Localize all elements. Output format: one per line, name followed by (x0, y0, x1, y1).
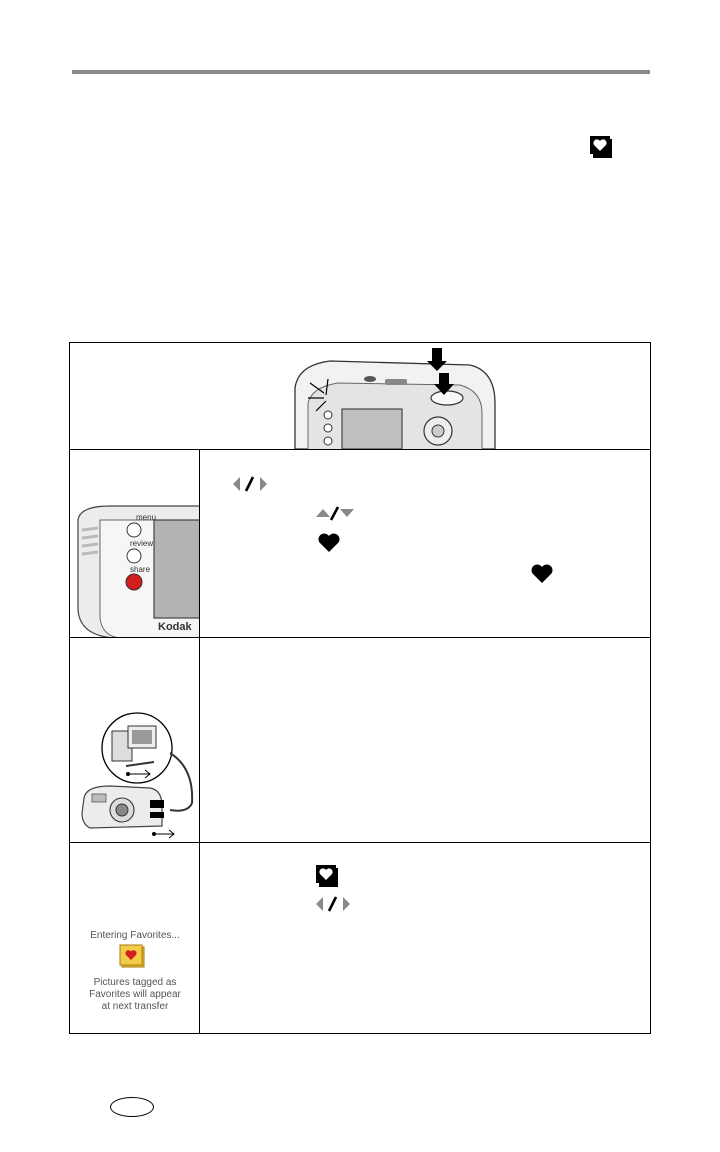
camera-back-illustration: menu review share Kodak (77, 505, 199, 637)
heart-icon (318, 533, 340, 552)
page-number-oval (110, 1097, 154, 1117)
table-row (70, 638, 650, 843)
left-right-arrows-icon (316, 896, 350, 912)
table-row: menu review share Kodak (70, 450, 650, 638)
camera-brand-label: Kodak (158, 621, 193, 633)
share-button-label: share (130, 565, 151, 574)
favorites-icon (590, 136, 612, 158)
menu-button-label: menu (136, 513, 156, 522)
header-rule (72, 70, 650, 74)
left-right-arrows-icon (233, 476, 267, 492)
review-button-label: review (130, 539, 153, 548)
fav-screen-message-line2: Favorites will appear (89, 989, 181, 1000)
fav-screen-message-line1: Pictures tagged as (93, 977, 177, 988)
table-row: Entering Favorites... Pictures tagged as… (70, 843, 650, 1033)
instructions-table: menu review share Kodak (69, 342, 651, 1034)
favorites-icon (316, 865, 338, 887)
favorites-folder-icon (119, 944, 145, 968)
up-down-arrows-icon (316, 506, 354, 521)
fav-screen-message-line3: at next transfer (101, 1001, 169, 1012)
table-row (70, 343, 650, 450)
heart-icon (531, 564, 553, 583)
computer-connection-illustration (81, 712, 194, 839)
fav-screen-title: Entering Favorites... (90, 930, 180, 941)
camera-top-illustration (294, 348, 496, 449)
